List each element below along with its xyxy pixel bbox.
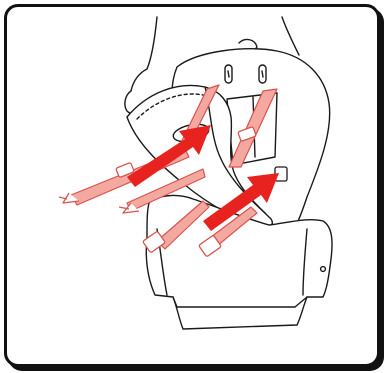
installation-illustration: [7, 7, 380, 367]
right-arm-outline: [282, 17, 299, 55]
slot-mark-left: [228, 71, 229, 77]
slot-mark-right: [262, 71, 263, 77]
illustration-panel: [4, 4, 380, 367]
left-arm-outline: [131, 17, 157, 91]
